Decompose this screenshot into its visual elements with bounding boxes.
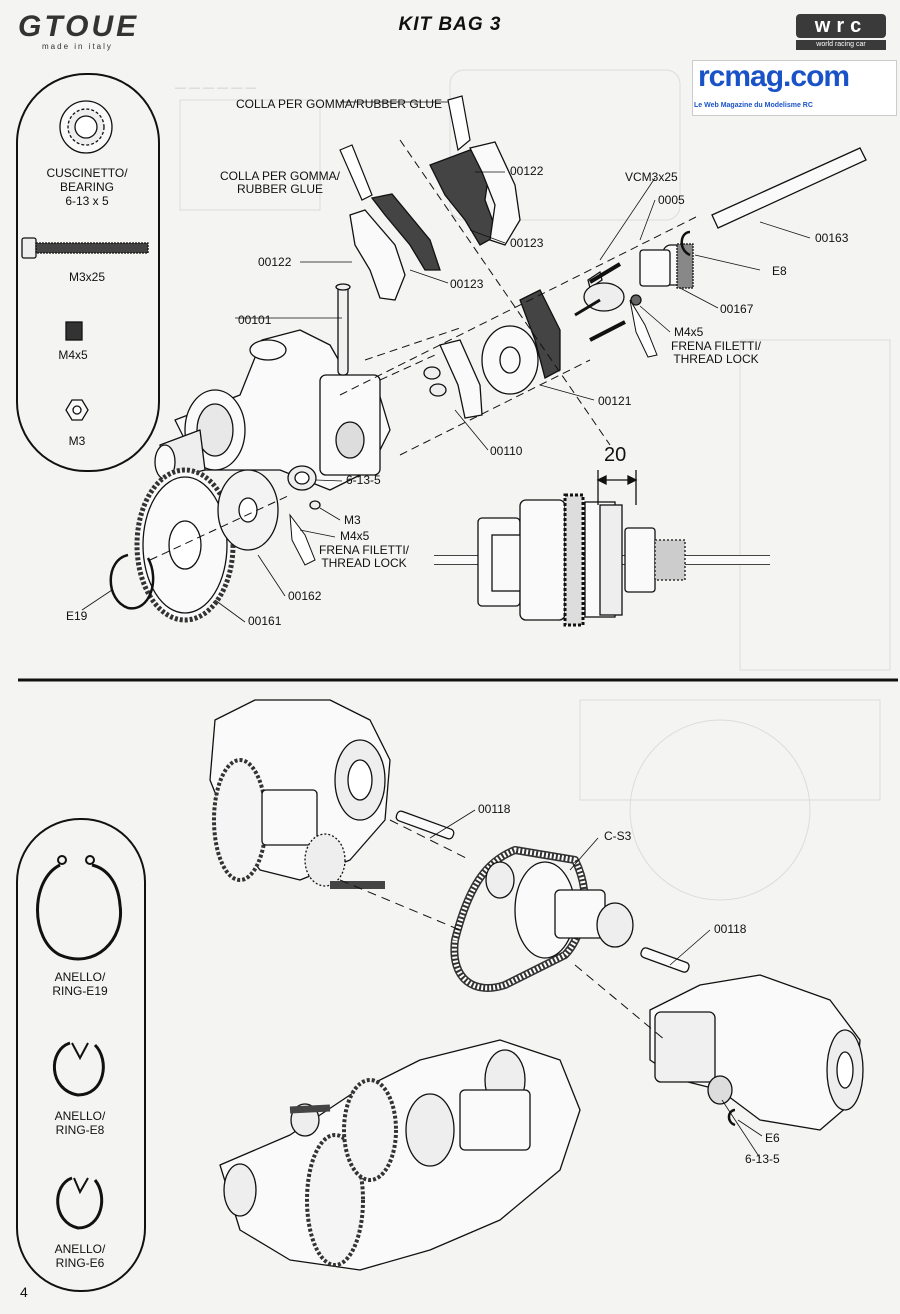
legend-ring-e8-line2: RING-E8 [55,1123,105,1137]
callout-part-00162: 00162 [288,589,322,603]
callout-e8: E8 [772,264,787,278]
callout-threadlock-b-line1: FRENA FILETTI/ [318,543,409,557]
callout-part-00161: 00161 [248,614,282,628]
callout-m4x5-a: M4x5 [674,325,704,339]
brand-logo-left-tagline: made in italy [42,42,113,51]
legend-ring-e8-label: ANELLO/ RING-E8 [30,1109,130,1137]
legend-bearing-line1: CUSCINETTO/ [46,166,128,180]
legend-ring-e6-line2: RING-E6 [55,1256,105,1270]
legend-grub-screw-label: M4x5 [58,348,88,362]
brand-logo-left: GTOUE [18,10,140,43]
callout-threadlock-b-line2: THREAD LOCK [321,556,407,570]
page-number: 4 [20,1284,28,1300]
callout-vcm3x25: VCM3x25 [625,170,678,184]
callout-threadlock-a-line1: FRENA FILETTI/ [670,339,761,353]
watermark-tagline: Le Web Magazine du Modelisme RC [694,102,813,109]
watermark-badge [692,60,897,116]
legend-bearing-line3: 6-13 x 5 [65,194,109,208]
legend-screw-label: M3x25 [68,270,106,284]
screw-icon [21,237,149,259]
callout-part-00118-a: 00118 [478,802,511,816]
callout-part-00121: 00121 [598,394,632,408]
brand-logo-right-tagline: world racing car [796,40,886,50]
brand-logo-right: wrc [796,14,886,38]
callout-part-00122-a: 00122 [510,164,544,178]
callout-part-00101: 00101 [238,313,272,327]
hardware-legend-top [16,73,160,472]
ring-e8-icon [53,1041,105,1097]
callout-bearing-6-13-5-bottom: 6-13-5 [745,1152,780,1166]
ring-e6-icon [56,1176,104,1230]
callout-part-0005: 0005 [658,193,685,207]
legend-ring-e19-line2: RING-E19 [52,984,108,998]
legend-nut-label: M3 [68,434,86,448]
bleed-through-text: — — — — — — [175,82,257,94]
callout-part-00118-b: 00118 [714,922,747,936]
callout-rubber-glue-2: COLLA PER GOMMA/ RUBBER GLUE [210,170,350,196]
callout-threadlock-a: FRENA FILETTI/ THREAD LOCK [668,340,764,366]
legend-ring-e8-line1: ANELLO/ [54,1109,106,1123]
callout-rubber-glue-1: COLLA PER GOMMA/RUBBER GLUE [236,97,443,111]
callout-part-00122-b: 00122 [258,255,292,269]
page-title: KIT BAG 3 [398,14,502,35]
callout-part-00123-a: 00123 [510,236,544,250]
hardware-legend-bottom [16,818,146,1292]
callout-e19: E19 [66,609,88,623]
callout-bearing-6-13-5: 6-13-5 [346,473,381,487]
dimension-20-label: 20 [604,444,627,466]
callout-threadlock-a-line2: THREAD LOCK [673,352,759,366]
watermark-name: rcmag.com [698,60,850,93]
callout-e6: E6 [765,1131,780,1145]
callout-part-00167: 00167 [720,302,754,316]
callout-m4x5-b: M4x5 [340,529,370,543]
callout-rubber-glue-2-line1: COLLA PER GOMMA/ [219,169,341,183]
legend-bearing-label: CUSCINETTO/ BEARING 6-13 x 5 [28,166,146,208]
callout-threadlock-b: FRENA FILETTI/ THREAD LOCK [316,544,412,570]
legend-bearing-line2: BEARING [59,180,114,194]
legend-ring-e6-line1: ANELLO/ [54,1242,106,1256]
callout-m3: M3 [344,513,361,527]
legend-ring-e19-label: ANELLO/ RING-E19 [30,970,130,998]
callout-c-s3: C-S3 [604,829,632,843]
callout-part-00123-b: 00123 [450,277,484,291]
legend-ring-e19-line1: ANELLO/ [54,970,106,984]
callout-part-00110: 00110 [490,444,523,458]
callout-part-00163: 00163 [815,231,849,245]
legend-ring-e6-label: ANELLO/ RING-E6 [30,1242,130,1270]
callout-rubber-glue-2-line2: RUBBER GLUE [236,182,324,196]
grub-screw-icon [65,321,83,341]
